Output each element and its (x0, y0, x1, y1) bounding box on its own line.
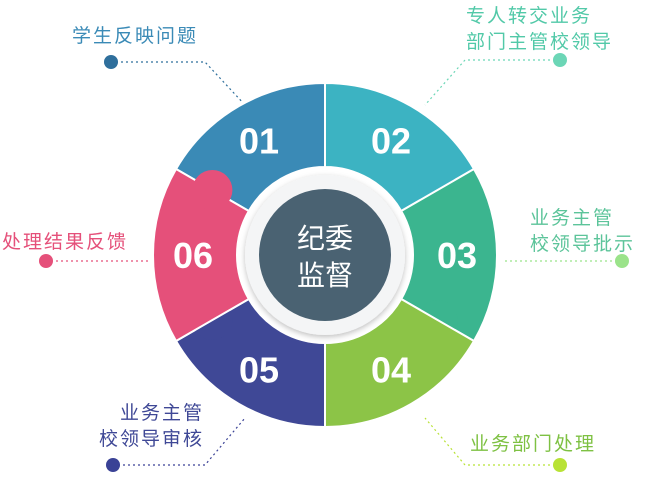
segment-04 (324, 297, 476, 429)
segment-number-01: 01 (239, 121, 279, 162)
step-label-line: 校领导批示 (530, 233, 636, 255)
label-dot-03 (615, 254, 629, 268)
segment-number-06: 06 (173, 235, 213, 276)
step-label-line: 业务主管 (119, 402, 204, 424)
segment-number-02: 02 (371, 121, 411, 162)
center-disc (259, 189, 391, 321)
connector-line-02 (424, 59, 560, 106)
ring-segments (152, 81, 498, 429)
step-label-line: 处理结果反馈 (2, 231, 129, 253)
connector-line-01 (111, 61, 246, 106)
label-dot-01 (104, 55, 118, 69)
step-label-line: 校领导审核 (98, 428, 204, 450)
center-title-line2: 监督 (297, 259, 353, 292)
step-label-line: 部门主管校领导 (466, 31, 614, 53)
step-label-line: 专人转交业务 (466, 5, 593, 27)
segment-number-03: 03 (437, 235, 477, 276)
center-title-line1: 纪委 (297, 222, 353, 255)
label-dot-02 (553, 53, 567, 67)
step-label-line: 学生反映问题 (72, 25, 199, 47)
label-dots (39, 53, 629, 472)
segment-knob-06 (192, 170, 233, 210)
segment-03 (399, 167, 498, 343)
label-dot-06 (39, 254, 53, 268)
label-dot-04 (553, 458, 567, 472)
connector-line-05 (113, 417, 246, 466)
segment-numbers: 01 02 03 04 05 06 (173, 121, 477, 391)
connector-lines (46, 59, 622, 466)
step-label-line: 业务主管 (530, 207, 615, 229)
step-label-04: 业务部门处理 (470, 431, 596, 457)
segment-number-05: 05 (239, 349, 279, 390)
connector-line-04 (424, 417, 560, 466)
label-dot-05 (106, 458, 120, 472)
step-label-01: 学生反映问题 (72, 23, 198, 49)
step-label-line: 业务部门处理 (470, 433, 597, 455)
step-label-02: 专人转交业务部门主管校领导 (466, 3, 613, 55)
step-label-03: 业务主管校领导批示 (530, 205, 635, 257)
segment-number-04: 04 (371, 349, 411, 390)
segment-06 (152, 167, 251, 343)
step-label-06: 处理结果反馈 (2, 229, 128, 255)
step-label-05: 业务主管校领导审核 (72, 400, 204, 452)
